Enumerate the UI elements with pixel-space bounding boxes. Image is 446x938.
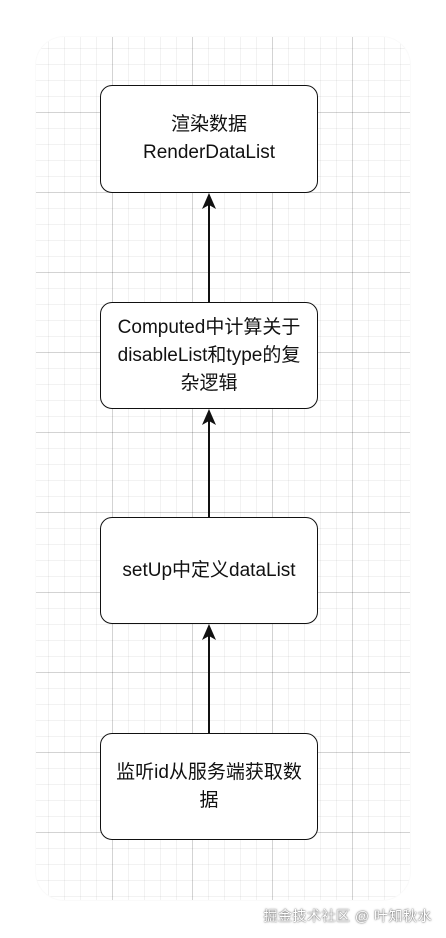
node-render-data-line-1: 渲染数据 xyxy=(170,114,247,135)
node-setup-datalist-line-1: setUp中定义dataList xyxy=(122,559,296,581)
node-computed-logic-line-2: disableList和type的复 xyxy=(117,344,301,366)
node-fetch-data: 监听id从服务端获取数 据 xyxy=(100,733,318,840)
watermark: 掘金技术社区 @ 叶知秋水 xyxy=(263,908,432,924)
node-computed-logic-line-1: Computed中计算关于 xyxy=(117,316,301,338)
node-computed-logic-line-3: 杂逻辑 xyxy=(180,372,238,394)
node-render-data: 渲染数据 RenderDataList xyxy=(100,85,318,193)
node-setup-datalist: setUp中定义dataList xyxy=(100,517,318,624)
node-fetch-data-line-2: 据 xyxy=(199,789,219,811)
node-render-data-line-2: RenderDataList xyxy=(142,142,276,163)
node-computed-logic: Computed中计算关于 disableList和type的复 杂逻辑 xyxy=(100,302,318,409)
node-fetch-data-line-1: 监听id从服务端获取数 xyxy=(116,761,302,783)
